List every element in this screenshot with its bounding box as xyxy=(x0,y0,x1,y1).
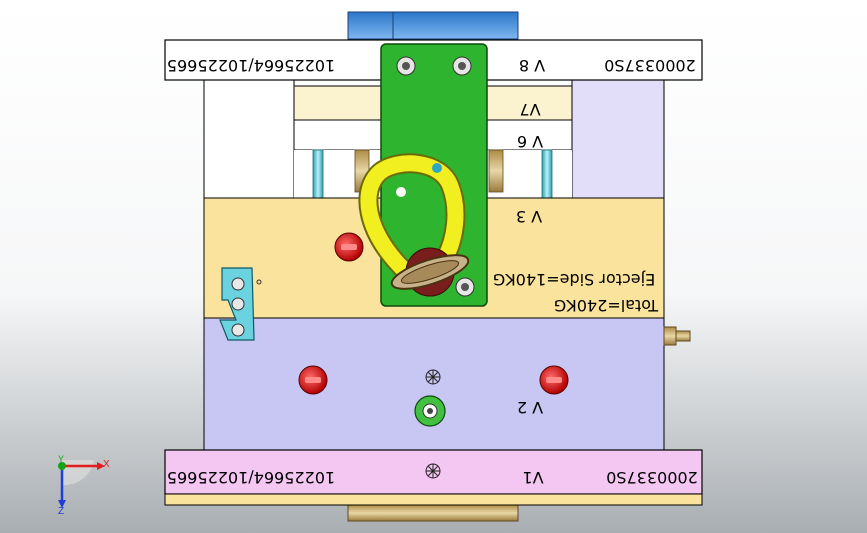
coordinate-triad-icon: X Y Z xyxy=(58,454,110,517)
plate-v1-edge xyxy=(164,493,703,506)
guide-pin-right xyxy=(488,149,504,193)
plate-v3-note-line1: Total=240KG xyxy=(554,296,659,315)
gate-mark xyxy=(425,369,441,385)
top-plate-left-code: 2000337S0 xyxy=(604,56,696,75)
return-pin-right-outer xyxy=(541,149,553,199)
bottom-locating-ring xyxy=(347,504,519,522)
top-plate-right-code: 10225664/10225665 xyxy=(167,56,335,75)
top-locating-ring xyxy=(347,11,519,40)
return-pin-left-outer xyxy=(312,149,324,199)
water-connector xyxy=(663,326,691,346)
bottom-plate-label: V1 xyxy=(522,468,543,487)
lifting-eye-icon xyxy=(358,153,470,297)
bottom-plate-right-code: 10225664/10225665 xyxy=(167,468,335,487)
plate-v3-note-line2: Ejector Side=140KG xyxy=(493,270,655,289)
gate-mark xyxy=(425,463,441,479)
plate-v6-label: V 6 xyxy=(517,132,543,151)
cap-screw-icon xyxy=(452,56,472,76)
water-fitting-icon xyxy=(334,232,364,262)
plate-v3-label: V 3 xyxy=(516,207,542,226)
water-fitting-icon xyxy=(539,365,569,395)
sprue-fitting xyxy=(414,395,446,427)
support-block-left xyxy=(203,79,295,199)
cap-screw-icon xyxy=(455,277,475,297)
water-fitting-icon xyxy=(298,365,328,395)
bottom-plate-left-code: 2000337S0 xyxy=(606,468,698,487)
axis-x-label: X xyxy=(103,459,110,470)
axis-z-label: Z xyxy=(58,506,64,517)
plate-v7-label: V7 xyxy=(519,100,540,119)
top-plate-label: V 8 xyxy=(519,56,545,75)
support-block-right xyxy=(571,79,665,199)
plate-v2-label: V 2 xyxy=(517,398,543,417)
cap-screw-icon xyxy=(396,56,416,76)
ejector-latch xyxy=(219,267,262,341)
axis-y-label: Y xyxy=(58,454,64,464)
